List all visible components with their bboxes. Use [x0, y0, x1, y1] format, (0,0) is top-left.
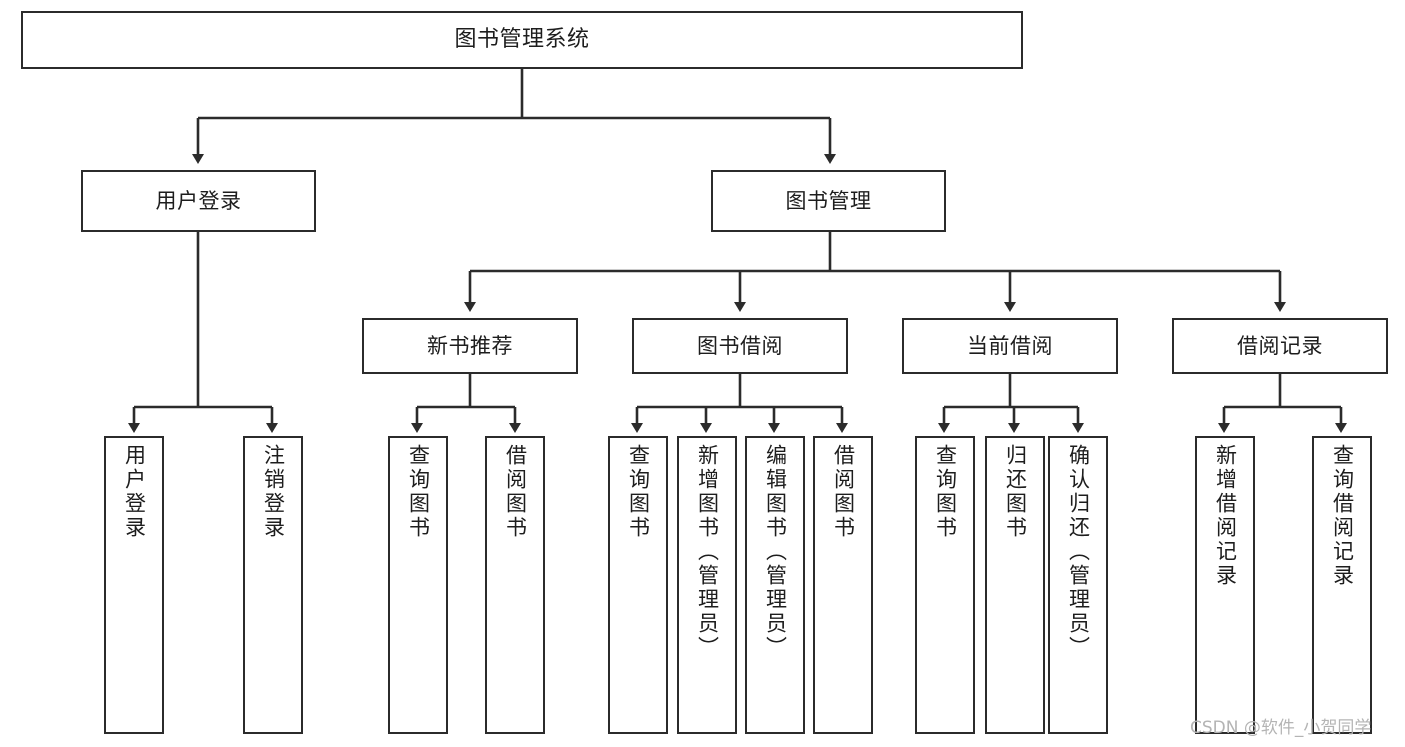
node-current-borrow[interactable]: 当前借阅: [902, 318, 1118, 374]
leaf-book-borrow-edit[interactable]: 编辑图书（管理员）: [745, 436, 805, 734]
leaf-current-borrow-confirm-return[interactable]: 确认归还（管理员）: [1048, 436, 1108, 734]
node-borrow-record[interactable]: 借阅记录: [1172, 318, 1388, 374]
node-book-borrow[interactable]: 图书借阅: [632, 318, 848, 374]
node-label: 归还图书: [1003, 444, 1028, 540]
leaf-borrow-record-add[interactable]: 新增借阅记录: [1195, 436, 1255, 734]
node-label: 查询借阅记录: [1330, 444, 1355, 588]
node-label: 确认归还（管理员）: [1066, 444, 1091, 660]
node-label: 查询图书: [406, 444, 431, 540]
leaf-new-book-borrow[interactable]: 借阅图书: [485, 436, 545, 734]
node-label: 图书管理: [785, 188, 872, 213]
leaf-book-borrow-add[interactable]: 新增图书（管理员）: [677, 436, 737, 734]
leaf-borrow-record-query[interactable]: 查询借阅记录: [1312, 436, 1372, 734]
watermark: CSDN @软件_小贺同学: [1190, 718, 1372, 738]
node-label: 新书推荐: [427, 333, 513, 358]
node-book-management[interactable]: 图书管理: [711, 170, 946, 232]
node-label: 当前借阅: [967, 333, 1053, 358]
leaf-current-borrow-query[interactable]: 查询图书: [915, 436, 975, 734]
node-label: 借阅记录: [1237, 333, 1323, 358]
node-label: 新增图书（管理员）: [695, 444, 720, 660]
node-label: 注销登录: [261, 444, 286, 540]
node-new-book-recommend[interactable]: 新书推荐: [362, 318, 578, 374]
node-label: 图书借阅: [697, 333, 783, 358]
leaf-book-borrow-borrow[interactable]: 借阅图书: [813, 436, 873, 734]
node-user-login[interactable]: 用户登录: [81, 170, 316, 232]
node-label: 用户登录: [155, 188, 242, 213]
node-label: 新增借阅记录: [1213, 444, 1238, 588]
node-label: 借阅图书: [831, 444, 856, 540]
leaf-user-login-signout[interactable]: 注销登录: [243, 436, 303, 734]
node-label: 查询图书: [626, 444, 651, 540]
node-label: 编辑图书（管理员）: [763, 444, 788, 660]
node-label: 查询图书: [933, 444, 958, 540]
leaf-new-book-query[interactable]: 查询图书: [388, 436, 448, 734]
node-label: 图书管理系统: [454, 27, 590, 53]
node-label: 借阅图书: [503, 444, 528, 540]
leaf-book-borrow-query[interactable]: 查询图书: [608, 436, 668, 734]
node-root-system[interactable]: 图书管理系统: [21, 11, 1023, 69]
leaf-user-login-signin[interactable]: 用户登录: [104, 436, 164, 734]
leaf-current-borrow-return[interactable]: 归还图书: [985, 436, 1045, 734]
node-label: 用户登录: [122, 444, 147, 540]
